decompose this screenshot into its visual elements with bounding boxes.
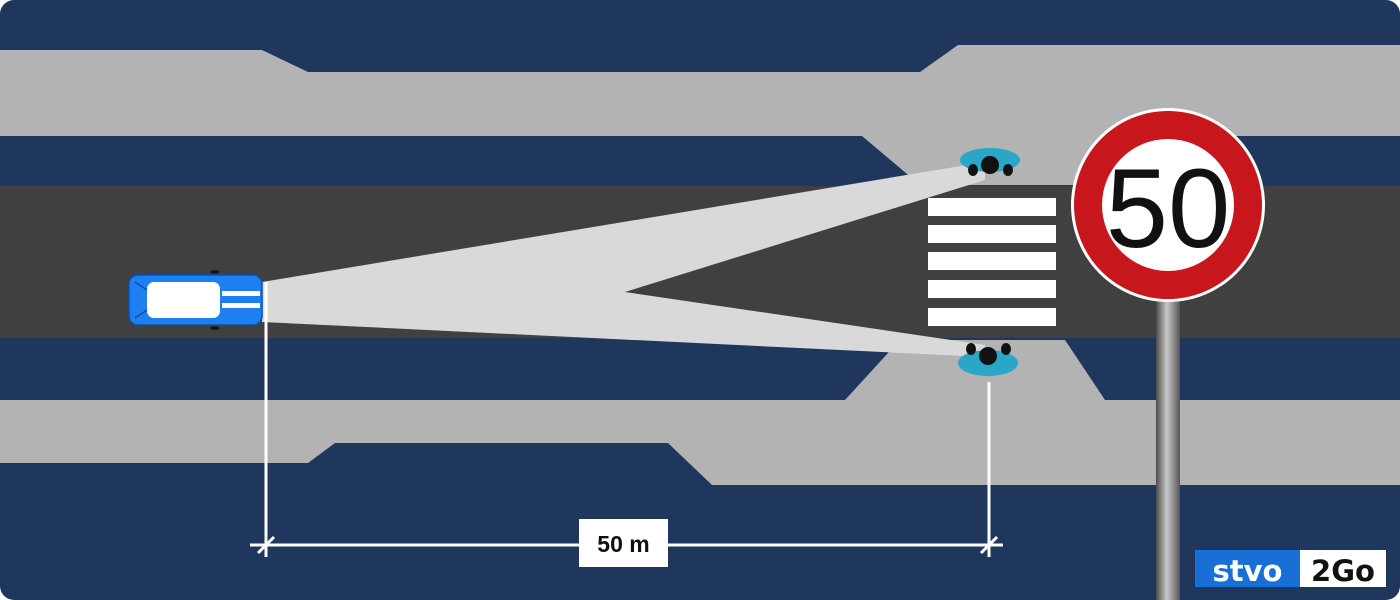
pedestrian-head	[979, 347, 997, 365]
logo: stvo 2Go	[1195, 550, 1386, 588]
crosswalk-stripe	[928, 280, 1056, 298]
crosswalk-stripe	[928, 308, 1056, 326]
distance-label-box	[579, 519, 668, 567]
pedestrian-foot	[966, 343, 976, 355]
logo-part2-text: 2Go	[1311, 554, 1375, 588]
pedestrian-foot	[1001, 343, 1011, 355]
logo-part2-bg	[1300, 550, 1386, 587]
car	[128, 270, 263, 330]
car-stripe	[222, 291, 260, 296]
pedestrian-head	[981, 156, 999, 174]
crosswalk-stripe	[928, 252, 1056, 270]
pedestrian-bottom	[958, 343, 1018, 376]
pedestrian-foot	[1003, 164, 1013, 176]
sign-speed-value: 50	[1106, 146, 1231, 271]
sign-face	[1102, 139, 1234, 271]
logo-part1-text: stvo	[1213, 554, 1283, 588]
measure-tick-right	[979, 535, 999, 555]
speed-limit-sign: 50	[1071, 108, 1265, 600]
top-sidewalk	[0, 45, 1400, 185]
crosswalk-stripe	[928, 225, 1056, 243]
headlight-beam	[262, 162, 985, 357]
distance-label: 50 m	[597, 531, 649, 557]
car-stripe	[222, 303, 260, 308]
pedestrian-top	[960, 148, 1020, 176]
car-detail	[134, 309, 148, 319]
sign-pole	[1156, 290, 1180, 600]
car-detail	[134, 281, 148, 291]
car-window	[147, 282, 220, 318]
crosswalk-stripe	[928, 198, 1056, 216]
measure-tick-left	[256, 535, 276, 555]
pedestrian-foot	[968, 164, 978, 176]
bottom-sidewalk	[0, 340, 1400, 485]
crosswalk	[928, 198, 1056, 326]
logo-part1-bg	[1195, 550, 1300, 587]
